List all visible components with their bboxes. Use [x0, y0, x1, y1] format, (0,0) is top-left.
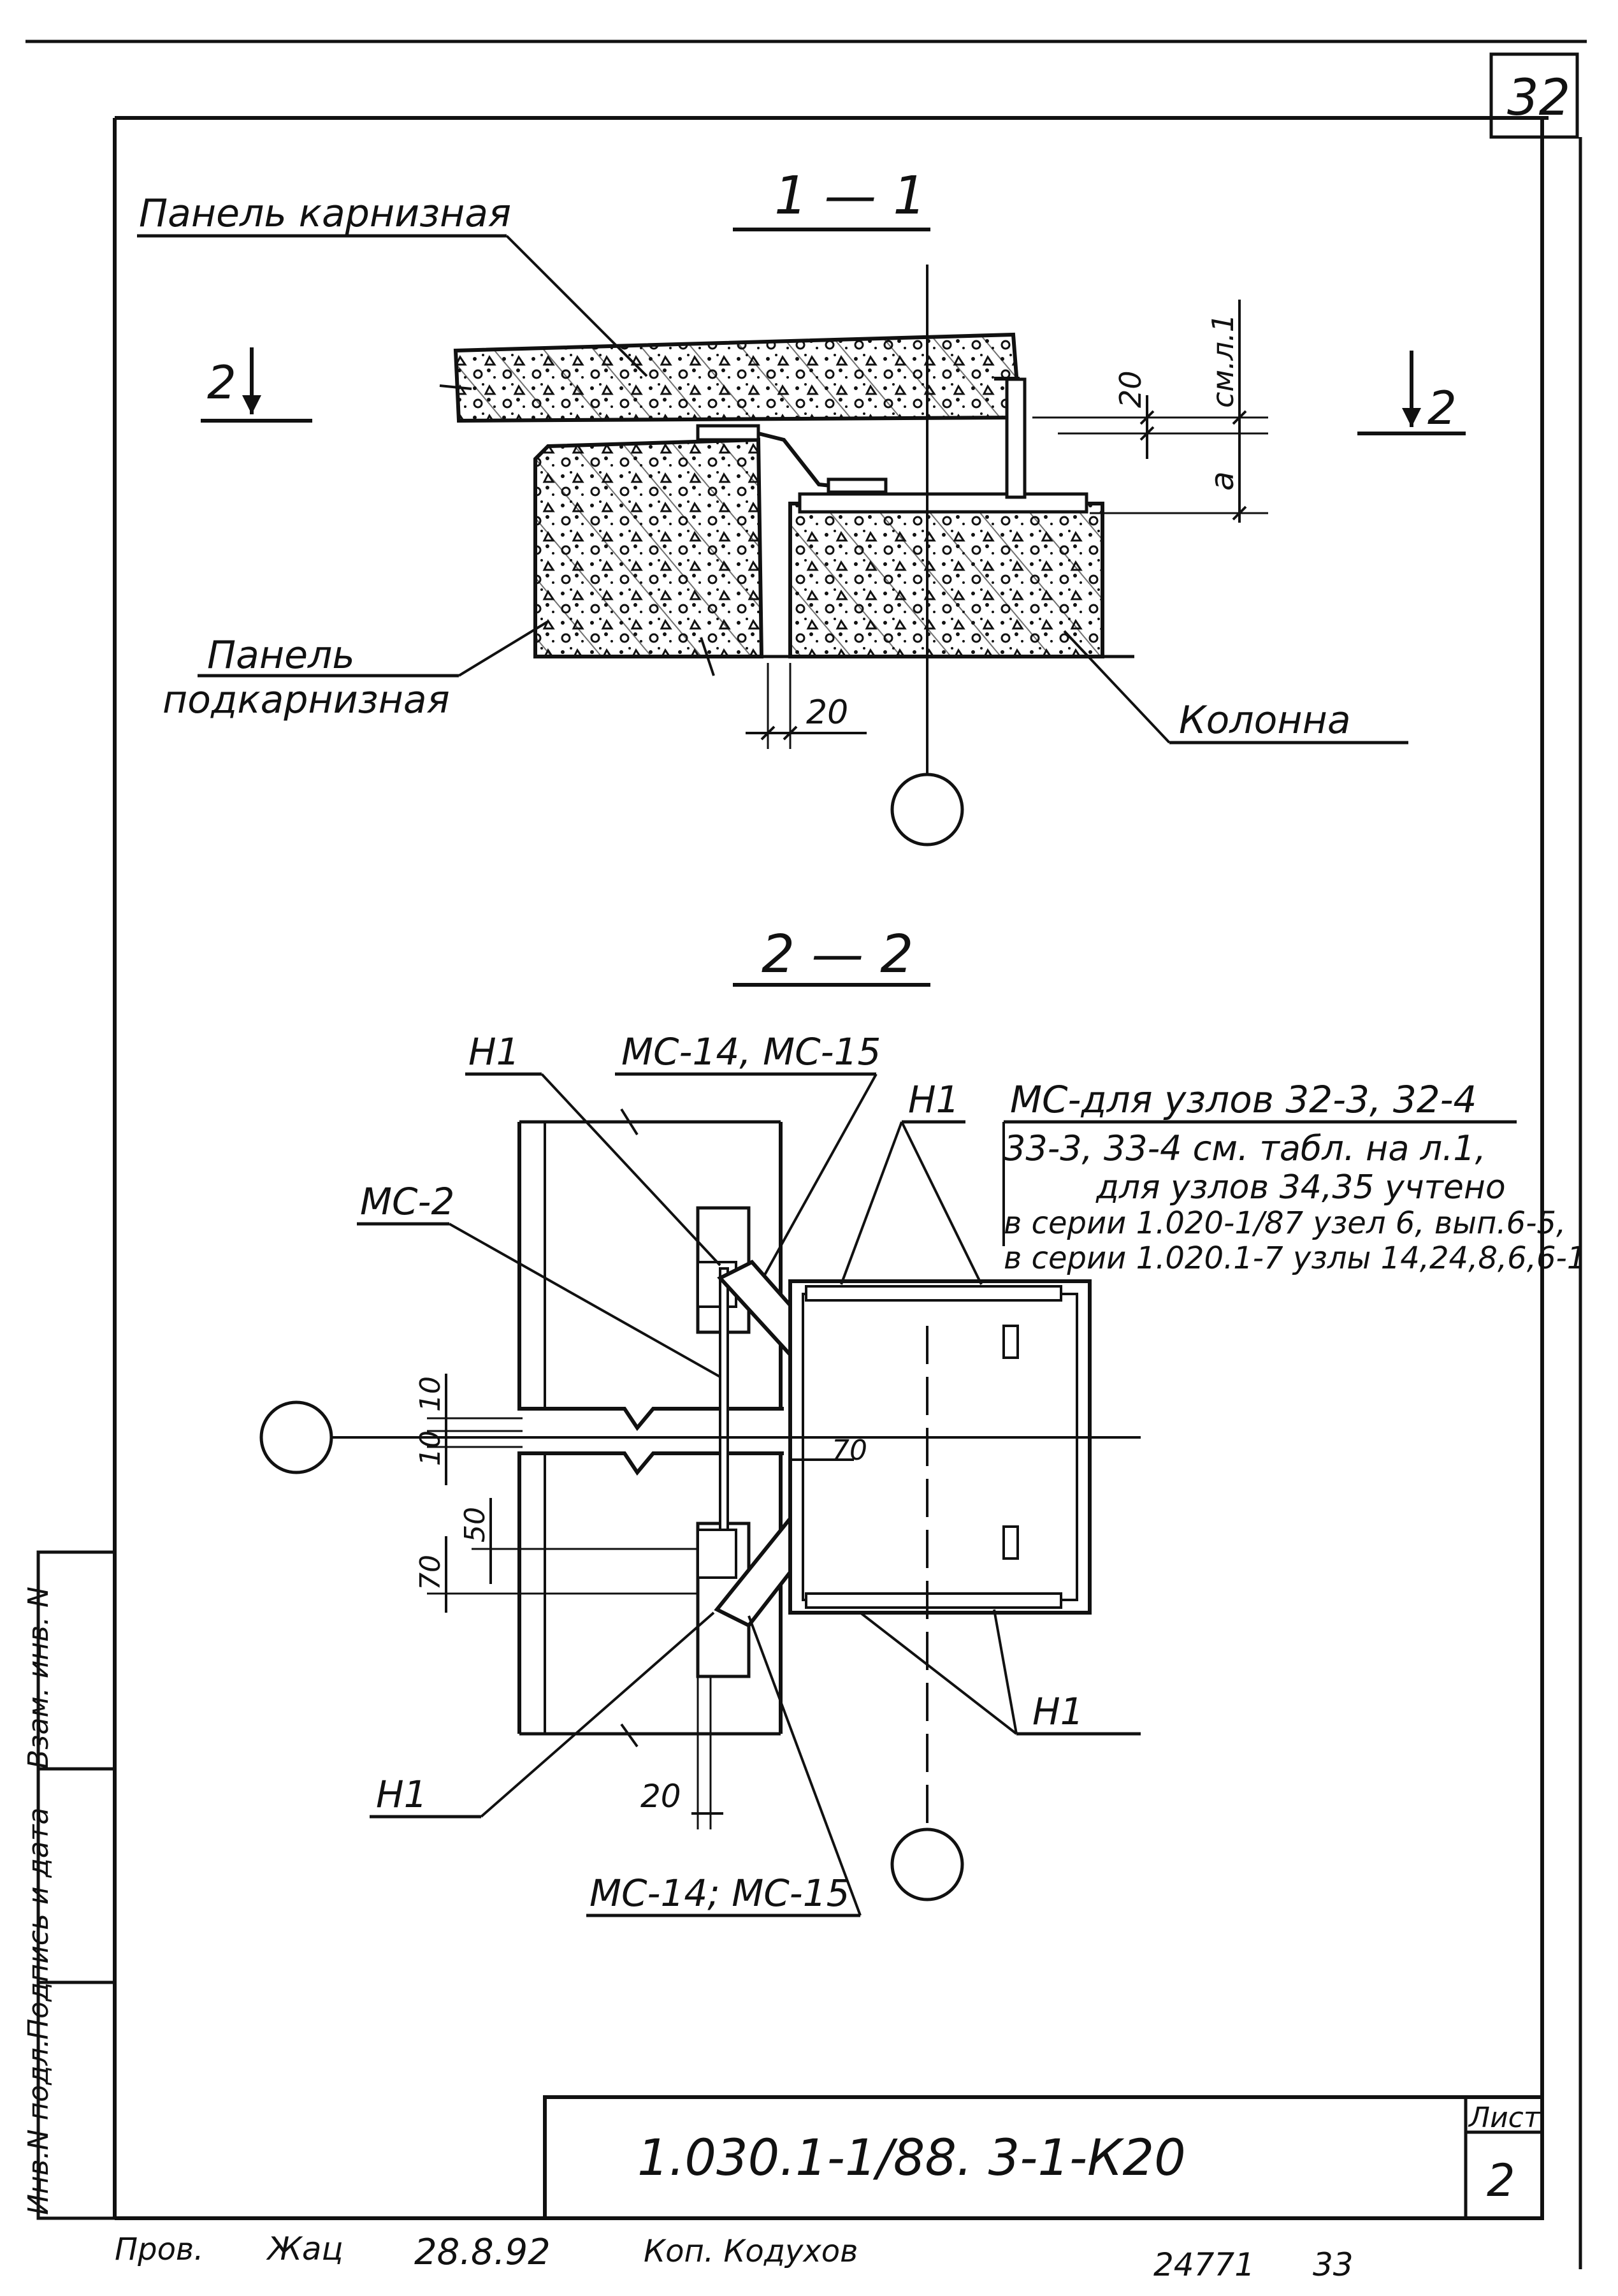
dim-20-top: 20	[1113, 370, 1148, 408]
dims-section-1	[746, 300, 1268, 749]
leader-cornice-panel	[137, 234, 648, 377]
dim-70-left: 70	[414, 1555, 447, 1590]
document-code: 1.030.1-1/88. 3-1-К20	[637, 2130, 1186, 2187]
section-1-1-title: 1 — 1	[733, 166, 930, 231]
label-mc14-mc15-bottom: МС-14; МС-15	[589, 1871, 850, 1915]
cut-mark-right: 2	[1357, 351, 1466, 435]
footer-archive-number: 24771	[1153, 2246, 1255, 2283]
panel-plates	[696, 1206, 751, 1678]
label-h1-bottom-right: Н1	[1032, 1690, 1084, 1733]
dim-a: a	[1204, 471, 1241, 491]
leaders-section-2	[357, 1072, 1517, 1917]
note-line-1: МС-для узлов 32-3, 32-4	[1010, 1078, 1477, 1121]
footer-date: 28.8.92	[414, 2232, 551, 2273]
svg-text:2: 2	[207, 356, 236, 409]
note-line-2: 33-3, 33-4 см. табл. на л.1,	[1004, 1128, 1486, 1168]
cornice-panel	[439, 332, 1022, 423]
dim-20-bottom: 20	[806, 694, 848, 732]
sheet-label: Лист	[1468, 2102, 1541, 2134]
dim-10b: 10	[414, 1430, 447, 1466]
footer-checked-label: Пров.	[115, 2232, 203, 2267]
note-block: МС-для узлов 32-3, 32-4 33-3, 33-4 см. т…	[1004, 1078, 1586, 1276]
embedded-plates	[696, 377, 1088, 514]
dims-section-2	[427, 1374, 854, 1829]
label-mc2: МС-2	[360, 1180, 454, 1223]
note-line-4: в серии 1.020-1/87 узел 6, вып.6-5,	[1004, 1205, 1566, 1241]
stamp-signature-date: Подпись и дата	[22, 1808, 55, 2040]
side-stamp	[36, 1550, 117, 2220]
dim-10a: 10	[414, 1376, 447, 1412]
svg-text:2: 2	[1427, 381, 1457, 435]
label-subcornice-panel-line2: подкарнизная	[163, 678, 450, 722]
note-line-5: в серии 1.020.1-7 узлы 14,24,8,6,6-1	[1004, 1240, 1586, 1276]
dim-see-sheet: см.л.1	[1206, 314, 1240, 408]
axis-line-section-1	[890, 265, 964, 846]
svg-text:1 — 1: 1 — 1	[774, 166, 926, 226]
dim-70-right: 70	[832, 1434, 867, 1467]
section-2-2-title: 2 — 2	[733, 924, 930, 987]
label-h1-top-left: Н1	[468, 1030, 520, 1073]
axis-lines-section-2	[259, 1326, 1141, 1901]
wall-panel-upper	[517, 1108, 784, 1432]
leader-column	[1063, 630, 1408, 745]
note-line-3: для узлов 34,35 учтено	[1095, 1168, 1506, 1207]
subcornice-panel	[533, 437, 764, 676]
title-block	[543, 2095, 1544, 2220]
footer-checked-name: Жац	[266, 2230, 343, 2267]
footer-page-number: 33	[1313, 2246, 1354, 2283]
stamp-inv-original: Инв.N подл.	[22, 2038, 55, 2215]
column-plan	[788, 1279, 1092, 1615]
dim-20: 20	[640, 1778, 681, 1815]
label-column: Колонна	[1179, 698, 1351, 743]
label-subcornice-panel-line1: Панель	[207, 633, 355, 678]
svg-text:2 — 2: 2 — 2	[762, 924, 913, 985]
dim-50: 50	[459, 1507, 491, 1543]
cut-mark-left: 2	[201, 347, 312, 423]
sheet-number: 2	[1487, 2154, 1515, 2207]
leader-subcornice-panel	[198, 620, 549, 678]
footer-copy-note: Коп. Кодухов	[644, 2234, 858, 2269]
page-corner-number: 32	[1507, 69, 1570, 127]
stamp-replaced-inv: Взам. инв. N	[22, 1587, 55, 1769]
label-h1-bottom-left: Н1	[376, 1773, 428, 1816]
label-cornice-panel: Панель карнизная	[139, 191, 511, 236]
label-h1-top-right: Н1	[908, 1078, 960, 1121]
label-mc14-mc15-top: МС-14, МС-15	[621, 1030, 881, 1073]
column	[758, 502, 1134, 658]
